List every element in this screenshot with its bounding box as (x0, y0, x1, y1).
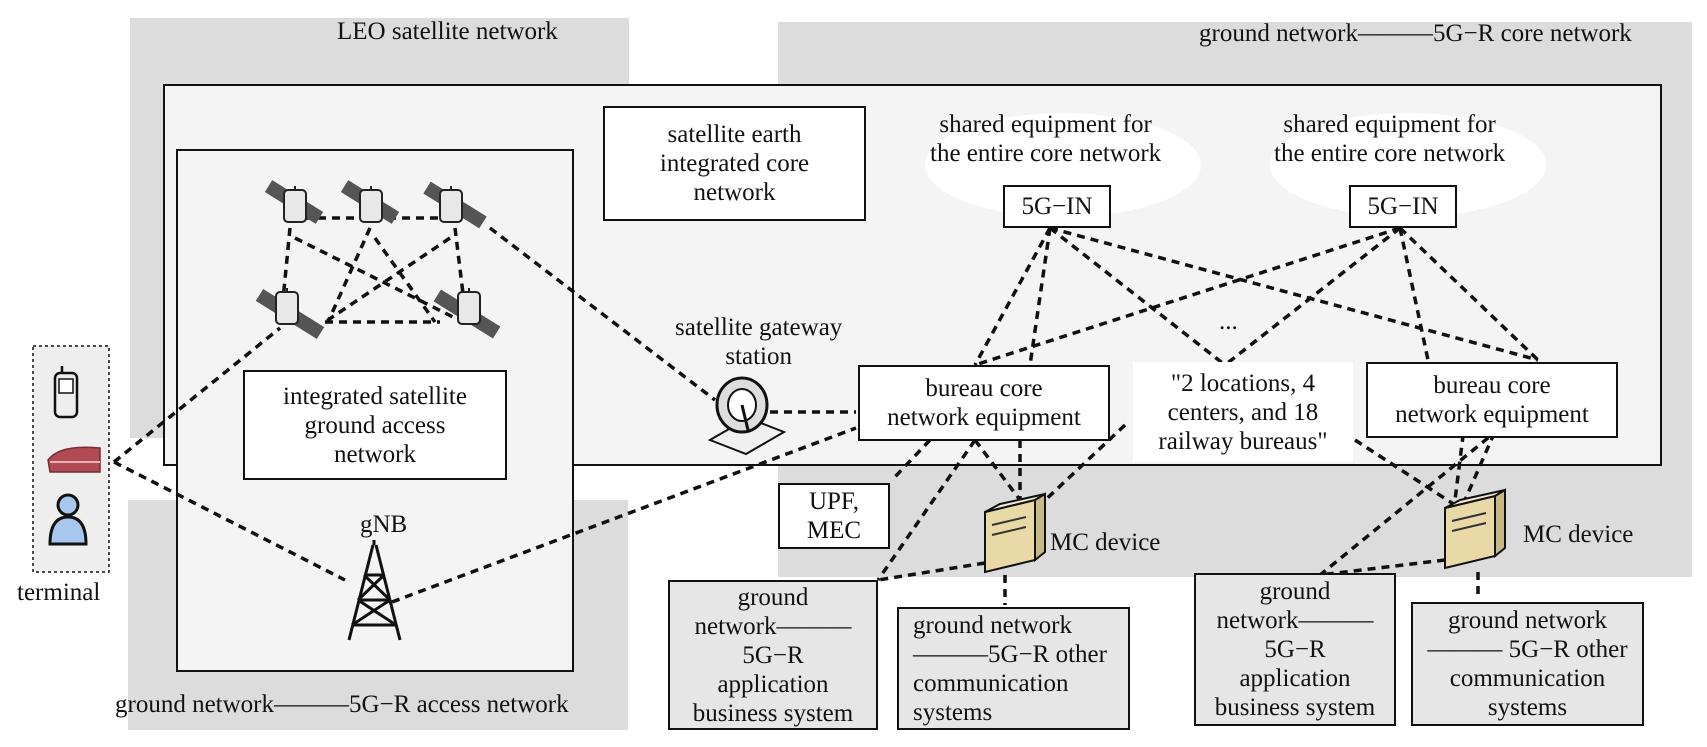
satellite-icon (423, 181, 487, 229)
satellite-icon (340, 180, 400, 224)
integrated-access-network-box: integrated satellite ground access netwo… (243, 370, 507, 480)
application-business-system-box-1: ground network——— 5G−R application busin… (668, 580, 878, 730)
other-communication-systems-box-1: ground network ———5G−R other communicati… (897, 607, 1130, 730)
mc-device-label-1: MC device (1050, 529, 1161, 556)
upf-mec-box: UPF, MEC (778, 483, 890, 549)
mc-server-icon (1444, 488, 1506, 570)
5g-in-box-2: 5G−IN (1349, 185, 1457, 228)
leo-satellite-network-label: LEO satellite network (337, 18, 558, 45)
satellite-icon (255, 288, 325, 340)
shared-equipment-label-1: shared equipment for the entire core net… (930, 111, 1162, 167)
other-communication-systems-box-2: ground network ——— 5G−R other communicat… (1411, 602, 1644, 726)
ellipsis-label: ... (1219, 308, 1238, 335)
access-network-label: ground network———5G−R access network (115, 691, 569, 718)
core-network-label: ground network———5G−R core network (1199, 20, 1632, 47)
mc-device-label-2: MC device (1523, 521, 1634, 548)
satellite-icon (264, 180, 324, 224)
user-icon (48, 493, 88, 546)
train-icon (47, 446, 101, 473)
gnb-tower-icon (347, 540, 402, 641)
gateway-station-label: satellite gateway station (675, 314, 843, 370)
application-business-system-box-2: ground network——— 5G−R application busin… (1194, 573, 1396, 726)
satellite-earth-core-box: satellite earth integrated core network (603, 106, 866, 221)
bureau-core-box-1: bureau core network equipment (858, 365, 1110, 441)
shared-equipment-ellipse-1 (925, 113, 1201, 217)
terminal-label: terminal (17, 579, 101, 606)
satellite-icon (433, 288, 501, 339)
shared-equipment-label-2: shared equipment for the entire core net… (1274, 111, 1506, 167)
shared-equipment-ellipse-2 (1270, 113, 1546, 217)
gnb-label: gNB (360, 511, 408, 538)
locations-box: "2 locations, 4 centers, and 18 railway … (1133, 362, 1353, 462)
5g-in-box-1: 5G−IN (1003, 185, 1111, 228)
mobile-phone-icon (53, 366, 79, 419)
satellite-dish-icon (707, 376, 787, 456)
mc-server-icon (984, 492, 1046, 574)
bureau-core-box-2: bureau core network equipment (1366, 362, 1618, 438)
